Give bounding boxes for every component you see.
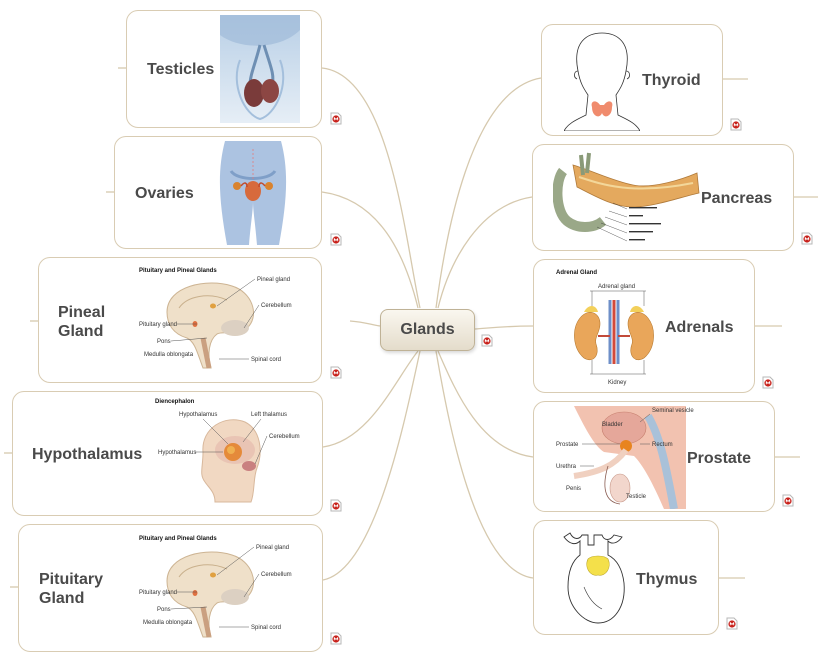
prostate-diagram-labels: Bladder Seminal vesicle Prostate Rectum …	[556, 408, 694, 500]
node-thymus[interactable]: Thymus	[533, 520, 719, 635]
node-label-line1: Pituitary	[39, 571, 104, 588]
label-pineal-gland: Pineal gland	[257, 277, 290, 283]
label-pons: Pons	[157, 607, 171, 613]
prostate-illustration	[544, 406, 686, 509]
label-left-thalamus: Left thalamus	[251, 412, 287, 418]
ovaries-illustration	[207, 141, 299, 245]
label-penis: Penis	[566, 486, 581, 492]
label-pituitary-gland: Pituitary gland	[139, 590, 177, 596]
node-label: Thymus	[636, 571, 698, 588]
label-hypothalamus-left: Hypothalamus	[158, 450, 196, 456]
note-icon[interactable]	[726, 617, 738, 630]
note-icon[interactable]	[801, 232, 813, 245]
node-label: Thyroid	[642, 72, 701, 89]
note-icon[interactable]	[782, 494, 794, 507]
node-testicles[interactable]: Testicles	[126, 10, 322, 128]
diagram-title: Pituitary and Pineal Glands	[139, 536, 217, 542]
node-label-line2: Gland	[39, 590, 85, 607]
node-thyroid[interactable]: Thyroid	[541, 24, 723, 136]
label-pons: Pons	[157, 339, 171, 345]
note-icon[interactable]	[330, 112, 342, 125]
label-bladder: Bladder	[602, 422, 623, 428]
node-ovaries[interactable]: Ovaries	[114, 136, 322, 249]
label-cerebellum: Cerebellum	[261, 572, 292, 578]
label-adrenal-gland: Adrenal gland	[598, 284, 635, 290]
note-icon[interactable]	[330, 632, 342, 645]
label-testicle: Testicle	[626, 494, 647, 500]
node-label: Adrenals	[665, 319, 734, 336]
note-icon[interactable]	[330, 366, 342, 379]
diagram-title: Diencephalon	[155, 399, 195, 405]
label-hypothalamus-top: Hypothalamus	[179, 412, 217, 418]
note-icon[interactable]	[330, 499, 342, 512]
node-label: Pancreas	[701, 190, 773, 207]
node-label-line2: Gland	[58, 323, 104, 340]
node-label: Testicles	[147, 61, 215, 78]
node-label: Prostate	[687, 450, 752, 467]
label-medulla: Medulla oblongata	[143, 620, 193, 626]
thyroid-neck-illustration	[564, 32, 640, 131]
pancreas-illustration	[553, 152, 700, 242]
node-label-line1: Pineal	[58, 304, 106, 321]
label-prostate: Prostate	[556, 442, 579, 448]
pituitary-diagram-labels: Pituitary and Pineal Glands Pineal gland…	[139, 536, 292, 631]
node-prostate[interactable]: Prostate Bladder Seminal vesicle Prostat…	[533, 401, 775, 512]
node-label: Ovaries	[135, 185, 194, 202]
note-icon[interactable]	[762, 376, 774, 389]
node-pituitary-gland[interactable]: Pituitary Gland Pituitary and Pineal Gla…	[18, 524, 323, 652]
testicles-illustration	[220, 15, 300, 123]
note-icon[interactable]	[730, 118, 742, 131]
diagram-title: Adrenal Gland	[556, 270, 597, 276]
adrenals-diagram-labels: Adrenal Gland Adrenal gland Kidney	[556, 270, 646, 386]
diagram-title: Pituitary and Pineal Glands	[139, 268, 217, 274]
label-spinal-cord: Spinal cord	[251, 625, 281, 631]
label-medulla: Medulla oblongata	[144, 352, 194, 358]
node-pineal-gland[interactable]: Pineal Gland Pituitary and Pineal Glands…	[38, 257, 322, 383]
label-pineal-gland: Pineal gland	[256, 545, 289, 551]
node-pancreas[interactable]: Pancreas	[532, 144, 794, 251]
label-rectum: Rectum	[652, 442, 673, 448]
adrenals-kidney-illustration	[574, 300, 654, 364]
label-cerebellum: Cerebellum	[269, 434, 300, 440]
thymus-heart-illustration	[563, 532, 625, 624]
label-seminal-vesicle: Seminal vesicle	[652, 408, 694, 414]
node-label: Hypothalamus	[32, 446, 143, 463]
note-icon[interactable]	[330, 233, 342, 246]
label-pituitary-gland: Pituitary gland	[139, 322, 177, 328]
label-spinal-cord: Spinal cord	[251, 357, 281, 363]
note-icon[interactable]	[481, 334, 493, 347]
central-topic-glands[interactable]: Glands	[380, 309, 475, 351]
label-cerebellum: Cerebellum	[261, 303, 292, 309]
label-kidney: Kidney	[608, 380, 626, 386]
label-urethra: Urethra	[556, 464, 577, 470]
pituitary-brain-diagram	[166, 551, 254, 638]
hypothalamus-head-diagram	[201, 419, 261, 503]
hypothalamus-diagram-labels: Diencephalon Hypothalamus Left thalamus …	[155, 399, 300, 465]
node-hypothalamus[interactable]: Hypothalamus Diencephalon Hypothalamus L…	[12, 391, 323, 516]
node-adrenals[interactable]: Adrenals Adrenal Gland Adrenal gland Kid…	[533, 259, 755, 393]
pineal-diagram-labels: Pituitary and Pineal Glands Pineal gland…	[139, 268, 292, 363]
